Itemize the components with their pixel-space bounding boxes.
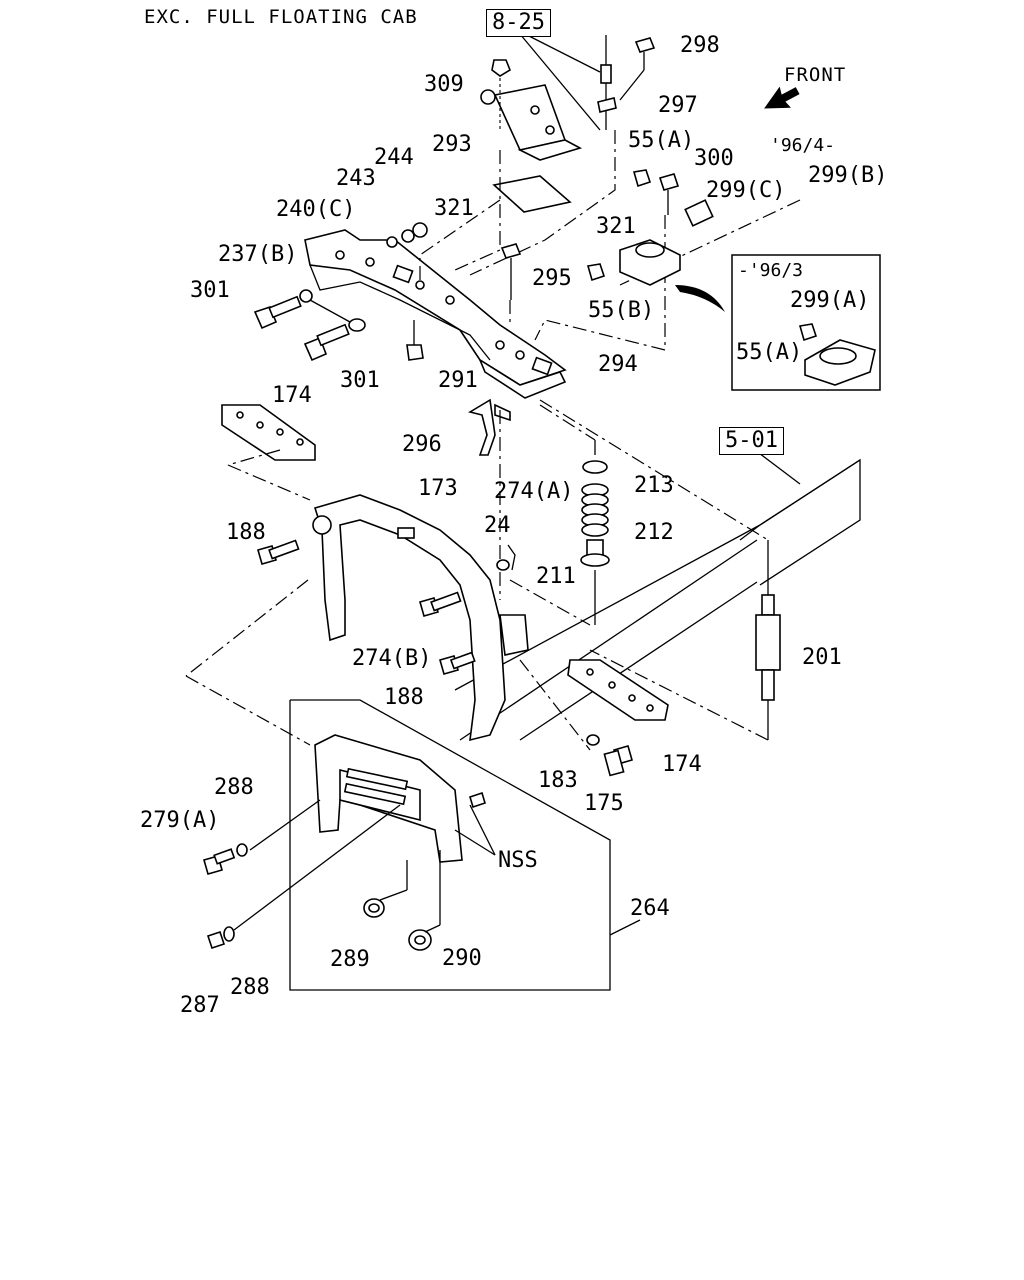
leader-264 (609, 919, 641, 936)
frame-rail-501 (454, 458, 861, 741)
callout-211: 211 (536, 564, 576, 589)
stud-299c (684, 199, 714, 227)
callout-309: 309 (424, 72, 464, 97)
callout-293: 293 (432, 132, 472, 157)
callout-297: 297 (658, 93, 698, 118)
ref-501: 5-01 (719, 427, 784, 455)
callout-nss: NSS (498, 848, 538, 873)
bolt-301-upper (253, 295, 302, 330)
callout-174-upper: 174 (272, 383, 312, 408)
callout-173: 173 (418, 476, 458, 501)
callout-287: 287 (180, 993, 220, 1018)
callout-321-right: 321 (596, 214, 636, 239)
callout-55a-inset: 55(A) (736, 340, 803, 365)
bolt-291 (406, 320, 424, 361)
callout-243: 243 (336, 166, 376, 191)
nut-55a-top (632, 169, 652, 188)
callout-289: 289 (330, 947, 370, 972)
bolt-301-lower (303, 323, 350, 362)
callout-55a-top: 55(A) (628, 128, 695, 153)
bushing-289 (363, 860, 408, 918)
bolt-298 (619, 37, 656, 101)
callout-288-lower: 288 (230, 975, 270, 1000)
bolt-279a (203, 799, 321, 875)
callout-183: 183 (538, 768, 578, 793)
nut-309 (491, 59, 511, 130)
spring-stack (539, 404, 610, 625)
callout-301-lower: 301 (340, 368, 380, 393)
callout-321-left: 321 (434, 196, 474, 221)
washer-stack (386, 222, 428, 248)
washer-288-upper (236, 843, 248, 857)
callout-201: 201 (802, 645, 842, 670)
bolt-188-right (439, 651, 476, 675)
plate-321 (492, 175, 572, 213)
callout-299b: 299(B) (808, 163, 888, 188)
callout-274b: 274(B) (352, 646, 432, 671)
ref-825-leaders (519, 33, 601, 131)
callout-24: 24 (484, 513, 511, 538)
bolt-295 (500, 243, 522, 300)
box-264 (289, 699, 611, 991)
callout-188-right: 188 (384, 685, 424, 710)
frame-173 (312, 494, 529, 742)
callout-298: 298 (680, 33, 720, 58)
nut-287 (206, 930, 226, 950)
callout-291: 291 (438, 368, 478, 393)
shock-absorber-201 (539, 399, 781, 741)
clip-274a (496, 544, 516, 571)
inset-period-old: -'96/3 (738, 260, 804, 281)
inset-period-new: '96/4- (770, 135, 836, 156)
mount-299b (619, 239, 681, 286)
washer-288-lower (223, 804, 401, 942)
callout-188-left: 188 (226, 520, 266, 545)
nut-55b (586, 263, 606, 282)
callout-274a: 274(A) (494, 479, 574, 504)
ref-501-leader (754, 449, 801, 485)
pointer-arc (675, 285, 725, 312)
callout-295: 295 (532, 266, 572, 291)
callout-279a: 279(A) (140, 808, 220, 833)
callout-290: 290 (442, 946, 482, 971)
rod-8-25 (597, 35, 617, 130)
bolt-300 (658, 173, 680, 215)
crossmember-294 (304, 229, 567, 399)
callout-174-lower: 174 (662, 752, 702, 777)
callout-299a: 299(A) (790, 288, 870, 313)
callout-300: 300 (694, 146, 734, 171)
bolt-188-left (257, 539, 300, 565)
callout-244: 244 (374, 145, 414, 170)
front-arrow-icon (764, 86, 800, 109)
front-label: FRONT (784, 64, 847, 86)
callout-296: 296 (402, 432, 442, 457)
bushing-290 (408, 850, 441, 951)
bracket-174-upper (221, 404, 316, 501)
callout-175: 175 (584, 791, 624, 816)
callout-237b: 237(B) (218, 242, 298, 267)
callout-288-upper: 288 (214, 775, 254, 800)
washer-183 (586, 734, 600, 746)
hanger-296 (467, 398, 511, 456)
diagram-title: EXC. FULL FLOATING CAB (144, 6, 418, 28)
inset-box (731, 254, 881, 391)
dash-lines-mid (185, 410, 591, 751)
callout-55b: 55(B) (588, 298, 655, 323)
callout-301-upper: 301 (190, 278, 230, 303)
bracket-293 (480, 84, 583, 161)
rod-237b (299, 289, 366, 332)
callout-294: 294 (598, 352, 638, 377)
callout-264: 264 (630, 896, 670, 921)
callout-212: 212 (634, 520, 674, 545)
callout-299c: 299(C) (706, 178, 786, 203)
ref-825: 8-25 (486, 9, 551, 37)
callout-213: 213 (634, 473, 674, 498)
bracket-174-lower (567, 659, 669, 721)
bolt-274b (419, 591, 462, 617)
callout-240c: 240(C) (276, 197, 356, 222)
bolt-175 (603, 745, 633, 777)
